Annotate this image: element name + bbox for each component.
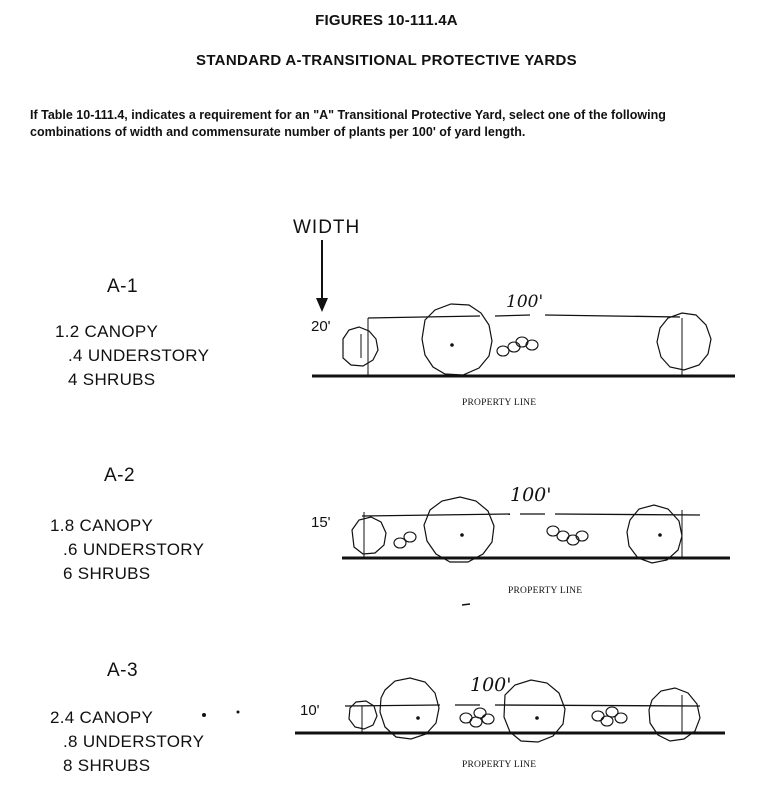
intro-paragraph: If Table 10-111.4, indicates a requireme… [30,108,666,139]
option-a1-width-value: 20' [311,318,331,335]
figure-number: FIGURES 10-111.4A [315,12,458,29]
option-a1-canopy: 1.2 CANOPY [55,322,159,341]
option-a1-shrubs: 4 SHRUBS [63,370,156,389]
figure-title: STANDARD A-TRANSITIONAL PROTECTIVE YARDS [196,52,577,69]
option-a2-label: A-2 [104,465,136,486]
option-a3-length-value: 100' [470,674,512,696]
yard-a3-top-line [344,704,441,707]
yard-a2-top-line [361,513,511,517]
option-a1-understory: .4 UNDERSTORY [63,346,210,365]
option-a1-length-value: 100' [506,292,544,312]
option-a3-requirements: 2.4 CANOPY .8 UNDERSTORY 8 SHRUBS [50,706,204,778]
option-a2-requirements: 1.8 CANOPY .6 UNDERSTORY 6 SHRUBS [50,514,204,586]
option-a1-requirements: 1.2 CANOPY .4 UNDERSTORY 4 SHRUBS [55,320,209,392]
option-a3-width-value: 10' [300,702,320,719]
option-a3-understory: .8 UNDERSTORY [58,732,205,751]
option-a2-canopy: 1.8 CANOPY [50,516,154,535]
option-a2-understory: .6 UNDERSTORY [58,540,205,559]
option-a2-shrubs: 6 SHRUBS [58,564,151,583]
option-a2-length-value: 100' [510,484,552,506]
option-a3-property-line-label: PROPERTY LINE [462,760,537,770]
yard-a2-drawing [342,496,730,564]
option-a2-property-line-label: PROPERTY LINE [508,586,583,596]
option-a1-label: A-1 [107,276,139,297]
width-arrow [316,240,328,312]
option-a1-property-line-label: PROPERTY LINE [462,398,537,408]
option-a3-canopy: 2.4 CANOPY [50,708,154,727]
option-a3-label: A-3 [107,660,139,681]
yard-a1-shrubs [496,336,539,357]
yard-a3-drawing [295,677,725,743]
yard-a1-top-line [367,315,481,319]
option-a2-width-value: 15' [311,514,331,531]
yard-a1-drawing [312,303,735,378]
width-label: WIDTH [293,217,361,238]
option-a3-shrubs: 8 SHRUBS [58,756,151,775]
